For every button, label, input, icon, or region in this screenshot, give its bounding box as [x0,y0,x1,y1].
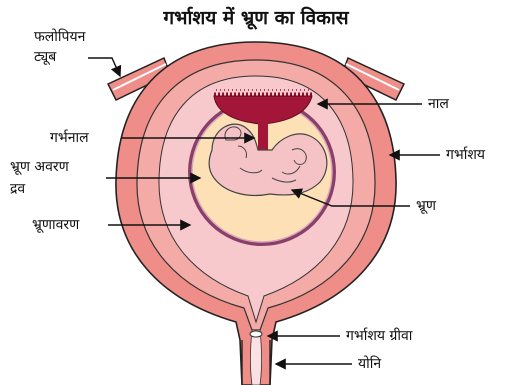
label-placenta: नाल [428,95,449,113]
label-fallopian-tube-line2: ट्यूब [34,48,56,66]
label-fallopian-tube-line1: फलोपियन [34,28,85,46]
cervix-opening [250,331,262,337]
leader-fallopian [88,58,120,76]
label-umbilical-cord: गर्भनाल [50,129,89,147]
label-uterus: गर्भाशय [446,146,485,164]
label-amnion: भ्रूणावरण [32,216,79,234]
label-embryo: भ्रूण [416,197,436,215]
label-amniotic-fluid-line1: भ्रूण अवरण [10,158,69,176]
label-vagina: योनि [358,355,381,373]
label-cervix: गर्भाशय ग्रीवा [346,327,412,345]
label-amniotic-fluid-line2: द्रव [10,180,25,198]
